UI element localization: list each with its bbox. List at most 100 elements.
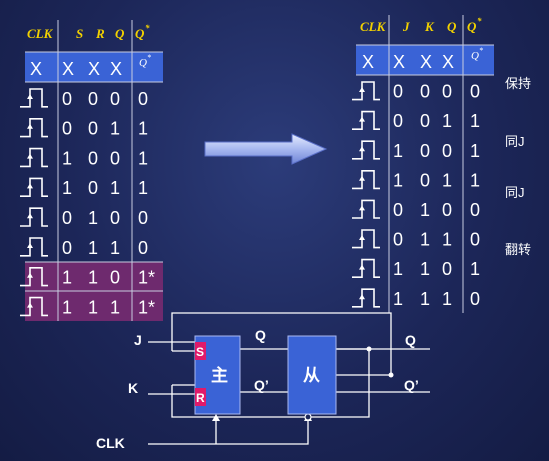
edge-arrow-icon [27,153,33,159]
right-header-j: J [402,19,410,34]
clock-rising-edge-icon [352,229,380,249]
clock-rising-edge-icon [20,207,48,227]
right-cell-q-next: 0 [470,230,480,250]
edge-arrow-icon [359,146,365,152]
clock-rising-edge-icon [20,237,48,257]
right-cell-col-2: 0 [420,82,430,102]
left-x-row-background [25,52,163,82]
right-x-j: X [393,52,405,72]
left-cell-q-next: 1* [138,297,155,317]
right-x-clk: X [362,52,374,72]
edge-arrow-icon [27,302,33,308]
left-cell-col-3: 1 [110,178,120,198]
right-cell-col-2: 0 [420,170,430,190]
input-j-label: J [134,332,142,348]
clock-rising-edge-icon [20,267,48,287]
clock-rising-edge-icon [352,170,380,190]
left-cell-col-3: 0 [110,89,120,109]
left-cell-q-next: 1 [138,148,148,168]
left-cell-q-next: 1* [138,268,155,288]
junction-qn [388,372,394,378]
clock-rising-edge-icon [352,81,380,101]
right-cell-col-3: 1 [442,230,452,250]
left-cell-q-next: 1 [138,178,148,198]
clock-rising-edge-icon [352,199,380,219]
edge-arrow-icon [27,213,33,219]
right-cell-col-2: 1 [420,289,430,309]
left-cell-q-next: 0 [138,208,148,228]
left-cell-col-3: 1 [110,119,120,139]
right-cell-col-3: 1 [442,111,452,131]
edge-arrow-icon [27,94,33,99]
wire-clk-slave [148,420,309,445]
clock-rising-edge-icon [352,110,380,130]
clock-rising-edge-icon [20,296,48,317]
input-clk-label: CLK [96,435,125,451]
right-cell-col-3: 1 [442,170,452,190]
master-q-label: Q [255,327,266,343]
clock-rising-edge-icon [352,140,380,160]
edge-arrow-icon [27,183,33,189]
clock-rising-edge-icon [20,147,48,168]
left-x-qstar: Q [139,57,147,69]
master-pin-r-marker [195,388,206,406]
right-x-qstar: Q [471,50,479,62]
right-arrow-icon [204,133,328,165]
right-cell-q-next: 1 [470,141,480,161]
right-header-k: K [424,19,435,34]
edge-arrow-icon [359,205,365,211]
left-cell-col-3: 1 [110,238,120,258]
right-cell-q-next: 1 [470,111,480,131]
left-x-q: X [110,59,122,79]
left-x-r: X [88,59,100,79]
left-x-clk: X [30,59,42,79]
right-cell-q-next: 0 [470,82,480,102]
left-cell-col-1: 0 [62,208,72,228]
right-cell-col-3: 0 [442,200,452,220]
left-header-row: CLK S R Q Q * [27,23,150,41]
left-header-clk: CLK [27,26,54,41]
note-hold: 保持 [505,76,531,91]
left-cell-col-2: 1 [88,268,98,288]
left-cell-col-2: 0 [88,89,98,109]
right-cell-col-2: 1 [420,259,430,279]
right-cell-col-1: 1 [393,259,403,279]
note-toggle: 翻转 [505,242,531,257]
note-same-j-1: 同J [505,134,525,149]
left-cell-col-2: 0 [88,119,98,139]
clock-rising-edge-icon [20,118,48,138]
left-cell-col-2: 0 [88,148,98,168]
clock-rising-edge-icon [352,258,380,278]
right-grid-lines [356,15,494,313]
edge-arrow-icon [27,123,33,129]
output-q-label: Q [405,332,416,348]
right-header-row: CLK J K Q Q * [360,16,482,34]
right-cell-col-1: 0 [393,82,403,102]
right-cell-col-3: 0 [442,82,452,102]
right-cell-col-3: 0 [442,141,452,161]
left-x-s: X [62,59,74,79]
left-cell-col-1: 1 [62,178,72,198]
left-cell-col-3: 0 [110,148,120,168]
master-slave-circuit: S R 主 从 J K CLK Q Q’ Q Q’ [96,312,430,451]
right-x-qstar-sup: * [479,46,483,55]
right-cell-col-1: 0 [393,111,403,131]
master-clock-arrow [212,414,220,421]
right-header-clk: CLK [360,19,387,34]
edge-arrow-icon [359,116,365,122]
edge-arrow-icon [27,272,33,278]
master-pin-s-marker [195,342,206,360]
right-cell-q-next: 0 [470,289,480,309]
right-cell-q-next: 0 [470,200,480,220]
clock-rising-edge-icon [20,88,48,108]
left-cell-col-2: 1 [88,297,98,317]
